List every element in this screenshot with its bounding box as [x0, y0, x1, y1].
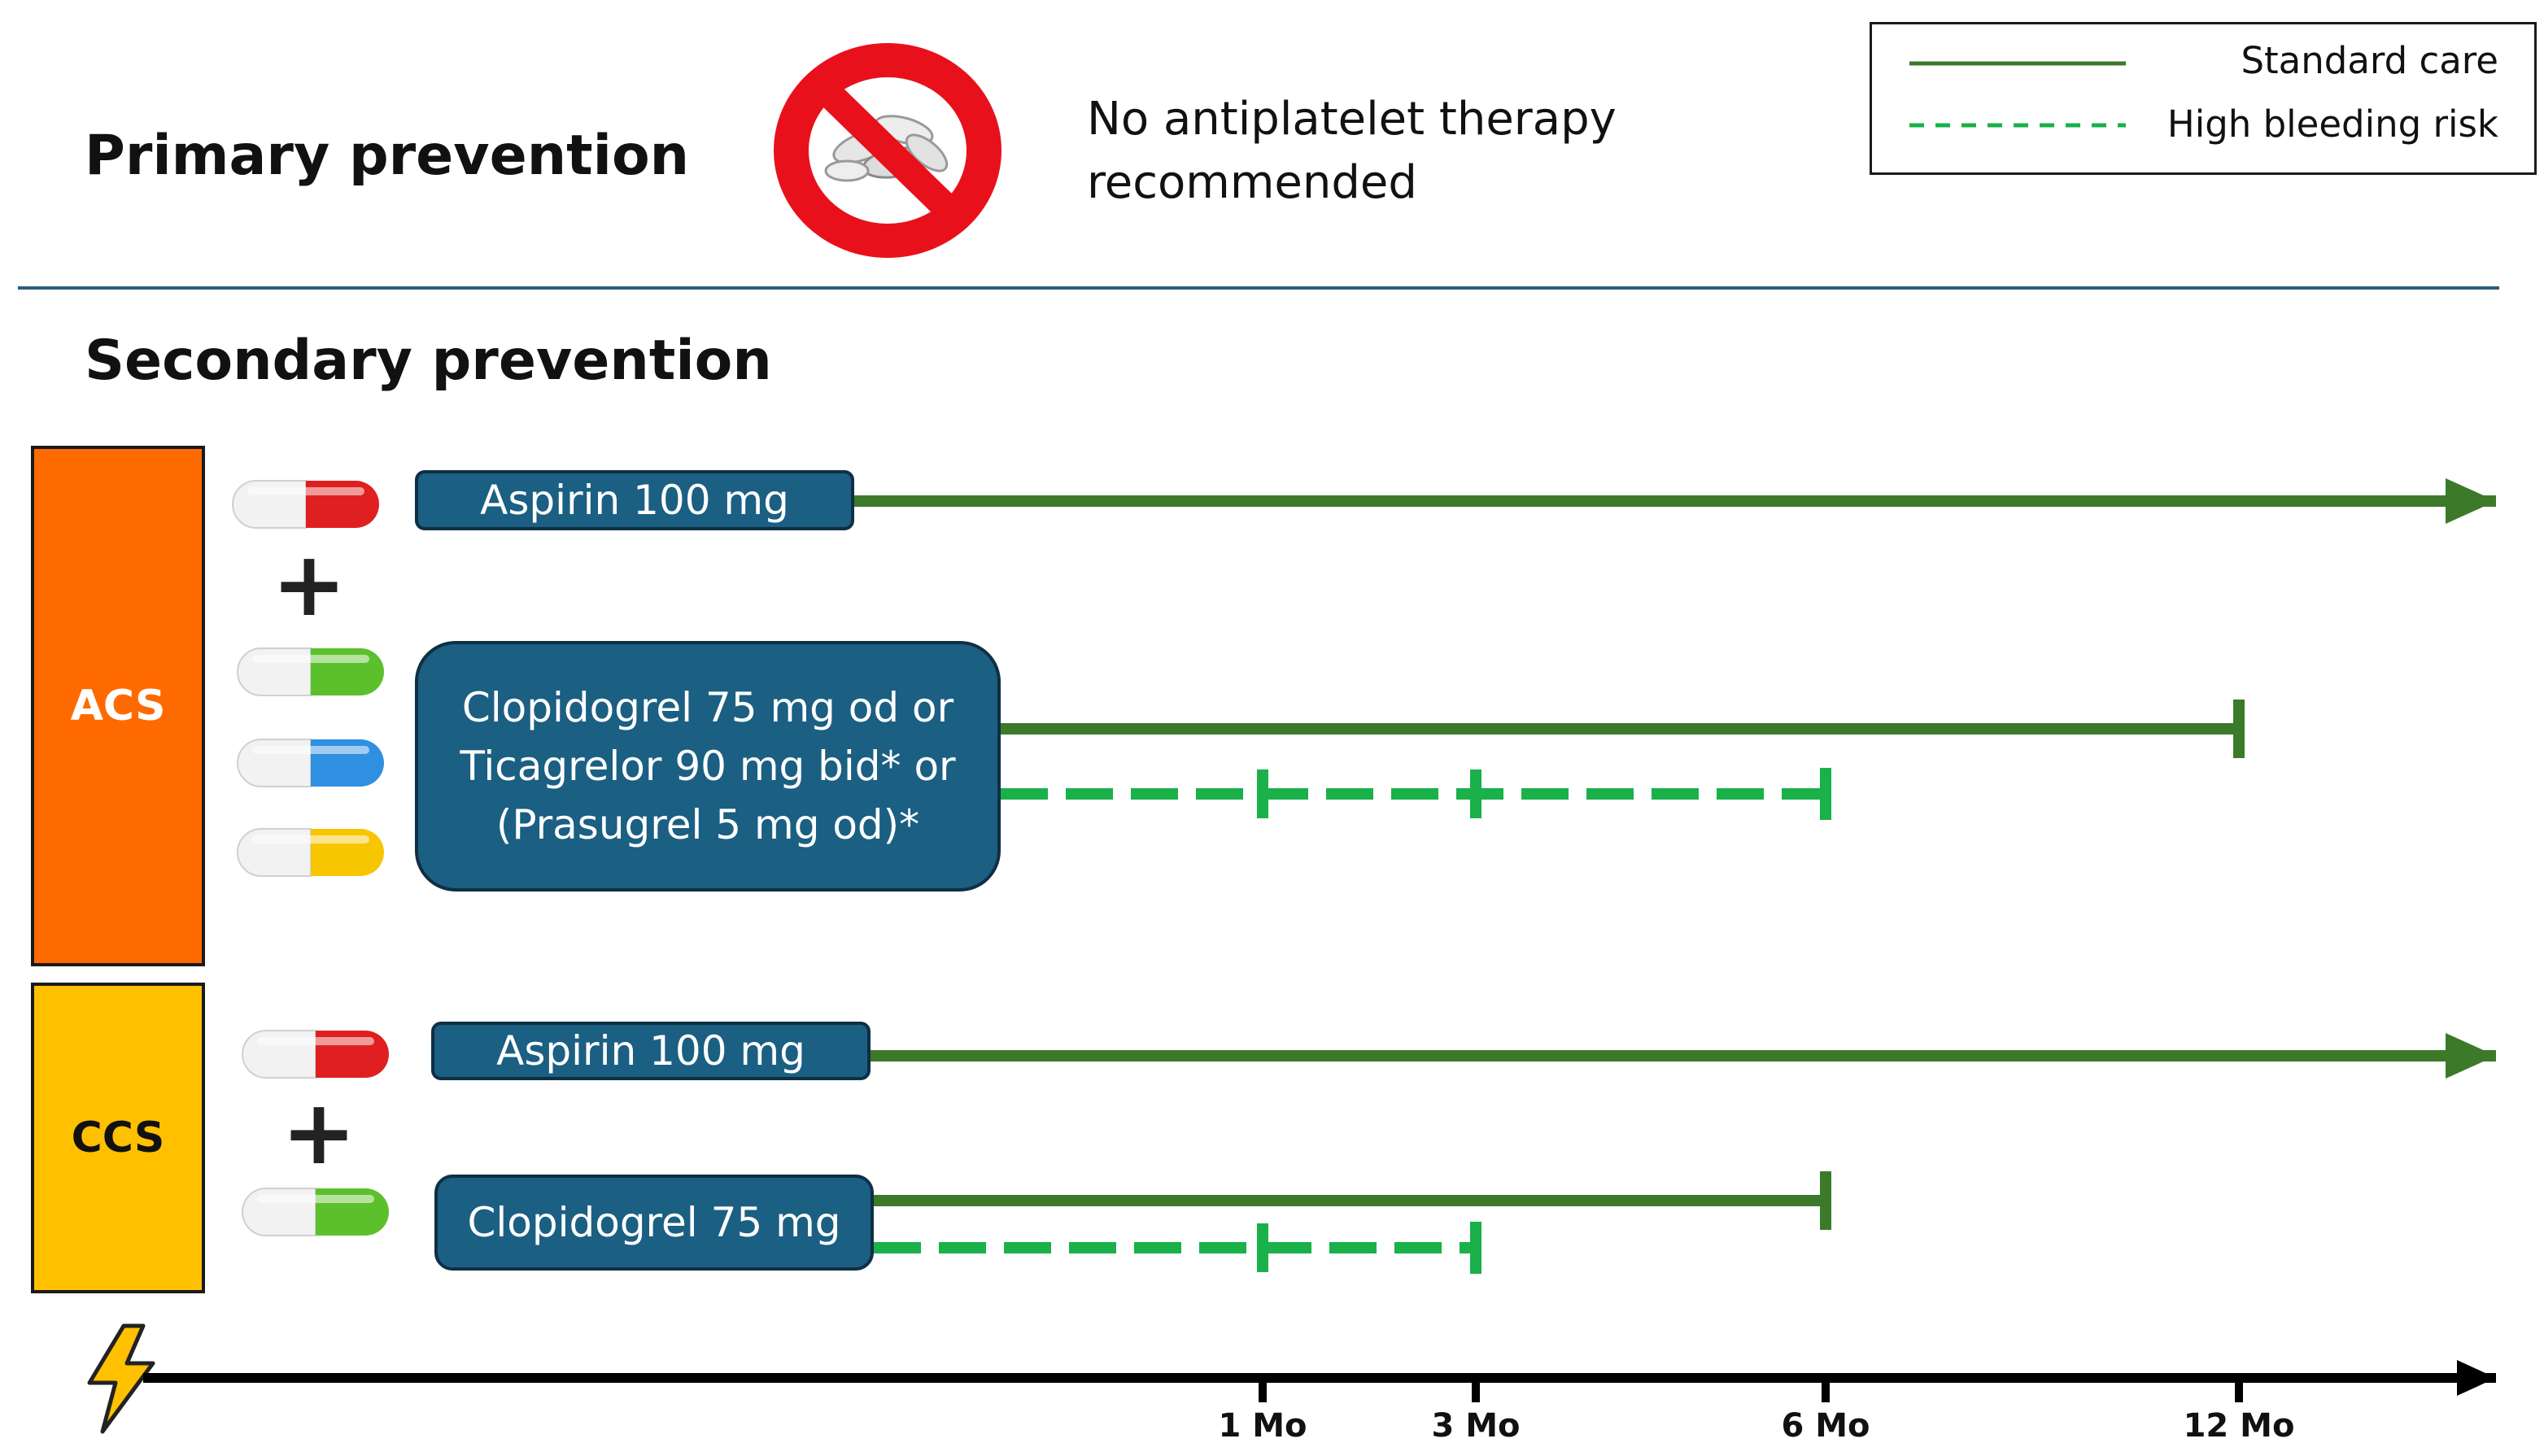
section-divider [18, 286, 2499, 290]
ccs-aspirin-box: Aspirin 100 mg [431, 1022, 871, 1080]
lightning-icon [85, 1323, 158, 1435]
tick-label-12-mo: 12 Mo [2183, 1407, 2295, 1445]
no-pills-icon [773, 42, 1002, 259]
tick-label-3-mo: 3 Mo [1431, 1407, 1521, 1445]
acs-aspirin-box: Aspirin 100 mg [415, 470, 854, 530]
ccs-aspirin-capsule-icon [242, 1030, 389, 1079]
ccs-aspirin-label: Aspirin 100 mg [496, 1027, 805, 1075]
ccs-plus-icon: + [281, 1080, 357, 1184]
ccs-clopidogrel-capsule-icon [242, 1188, 389, 1236]
acs-clopidogrel-capsule-icon [237, 647, 384, 696]
acs-p2y12-box: Clopidogrel 75 mg od or Ticagrelor 90 mg… [415, 641, 1001, 891]
acs-label: ACS [70, 682, 166, 730]
primary-prevention-heading: Primary prevention [85, 124, 690, 188]
no-therapy-line-2: recommended [1087, 156, 1417, 209]
tick-label-1-mo: 1 Mo [1218, 1407, 1307, 1445]
secondary-prevention-heading: Secondary prevention [85, 329, 772, 393]
legend: Standard care High bleeding risk [1870, 22, 2537, 175]
acs-p2y12-line-1: Clopidogrel 75 mg od or [461, 684, 954, 731]
ccs-clopidogrel-label: Clopidogrel 75 mg [467, 1199, 841, 1246]
acs-aspirin-capsule-icon [232, 480, 379, 529]
ccs-label: CCS [71, 1114, 165, 1162]
acs-block: ACS [31, 446, 205, 966]
no-therapy-message: No antiplatelet therapy recommended [1087, 88, 1617, 215]
acs-aspirin-label: Aspirin 100 mg [480, 477, 789, 524]
legend-hbr-label: High bleeding risk [2167, 102, 2498, 146]
legend-standard-label: Standard care [2241, 39, 2498, 82]
no-therapy-line-1: No antiplatelet therapy [1087, 93, 1617, 146]
acs-p2y12-line-2: Ticagrelor 90 mg bid* or [460, 743, 956, 790]
acs-plus-icon: + [271, 532, 347, 636]
acs-prasugrel-capsule-icon [237, 828, 384, 877]
tick-label-6-mo: 6 Mo [1781, 1407, 1870, 1445]
ccs-clopidogrel-box: Clopidogrel 75 mg [434, 1175, 874, 1271]
ccs-block: CCS [31, 983, 205, 1293]
acs-p2y12-line-3: (Prasugrel 5 mg od)* [495, 801, 920, 848]
acs-ticagrelor-capsule-icon [237, 739, 384, 787]
